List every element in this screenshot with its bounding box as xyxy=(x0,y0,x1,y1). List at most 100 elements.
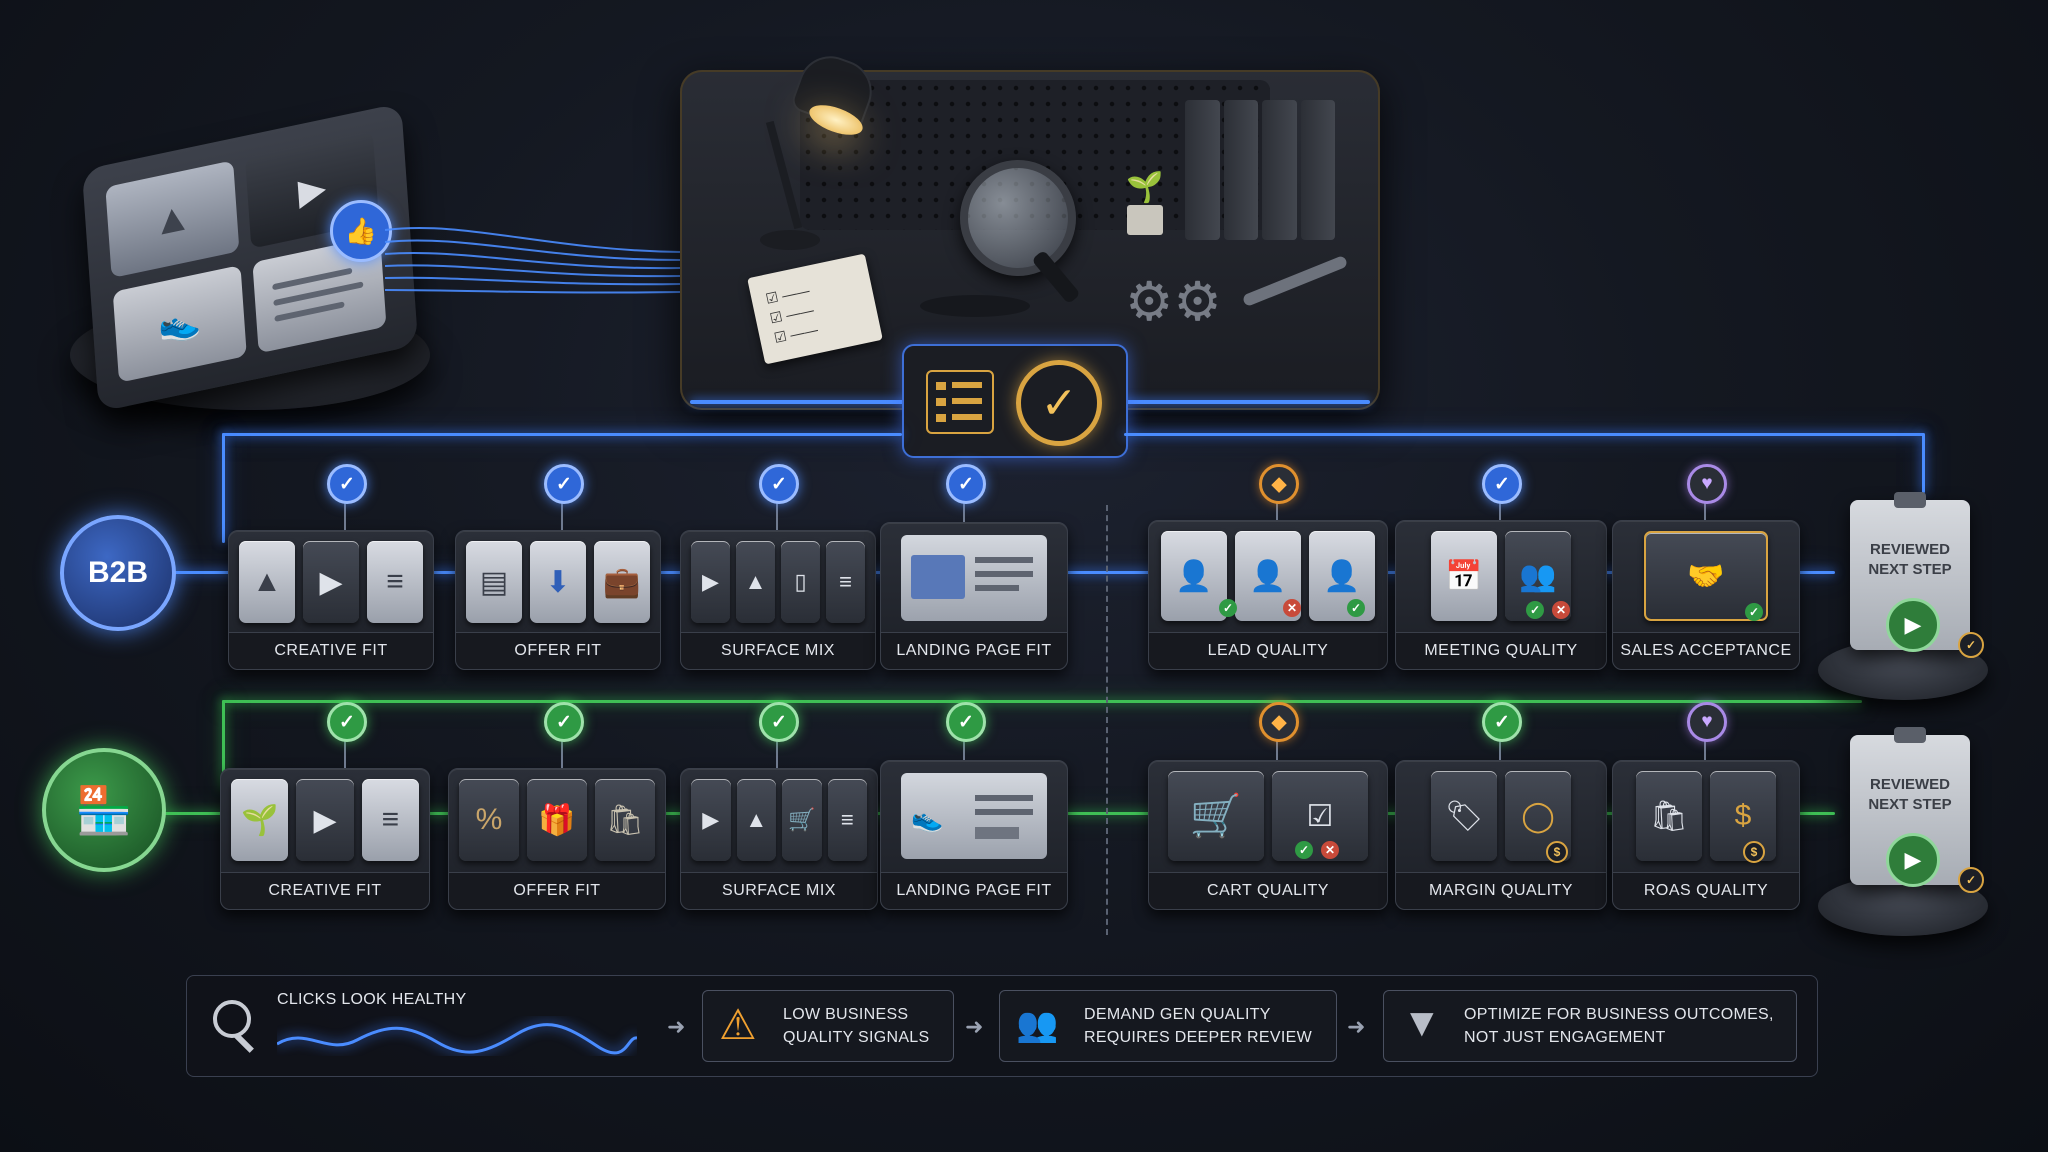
landscape-image-icon: ▲ xyxy=(105,160,240,279)
checklist-icon xyxy=(926,370,994,434)
review-line-1: REVIEWED xyxy=(1869,541,1950,558)
binders-icon xyxy=(1185,100,1335,240)
stage-label: CREATIVE FIT xyxy=(229,632,433,669)
b2b-top-connector-down xyxy=(1922,433,1925,493)
calendar-icon: 📅 xyxy=(1431,531,1497,621)
check-badge-icon: ✓ xyxy=(759,702,799,742)
stage-label: LANDING PAGE FIT xyxy=(881,872,1067,909)
ecom-stage-cart-quality[interactable]: 🛒☑ ✓ ✕ CART QUALITY xyxy=(1148,760,1388,910)
ecom-stage-roas-quality[interactable]: 🛍$ $ ROAS QUALITY xyxy=(1612,760,1800,910)
b2b-top-connector-left xyxy=(222,433,225,543)
stage-label: SURFACE MIX xyxy=(681,632,875,669)
wrench-icon xyxy=(1241,254,1349,308)
approved-mark-icon: ✓ xyxy=(1745,603,1763,621)
b2b-stage-sales-acceptance[interactable]: 🤝 ✓ SALES ACCEPTANCE xyxy=(1612,520,1800,670)
optimize-text: OPTIMIZE FOR BUSINESS OUTCOMES,NOT JUST … xyxy=(1464,1003,1774,1049)
people-icon: 👥 xyxy=(1016,1006,1059,1044)
ecom-tick-1 xyxy=(344,738,346,768)
stage-label: OFFER FIT xyxy=(449,872,665,909)
search-icon xyxy=(213,1000,251,1038)
cart-icon: 🛒 xyxy=(782,779,822,861)
approved-mark-icon: ✓ xyxy=(1526,601,1544,619)
b2b-stage-meeting-quality[interactable]: 📅👥 ✓ ✕ MEETING QUALITY xyxy=(1395,520,1607,670)
plant-icon: 🌱 xyxy=(1126,171,1164,204)
ecom-stage-creative-fit[interactable]: 🌱▶≡ CREATIVE FIT xyxy=(220,768,430,910)
stage-label: ROAS QUALITY xyxy=(1613,872,1799,909)
play-icon[interactable]: ▶ xyxy=(1886,598,1940,652)
warning-badge-icon: ◆ xyxy=(1259,702,1299,742)
ecom-tick-3 xyxy=(776,738,778,768)
ecom-stage-margin-quality[interactable]: 🏷◯ $ MARGIN QUALITY xyxy=(1395,760,1607,910)
magnifier-stand xyxy=(920,295,1030,317)
stage-label: OFFER FIT xyxy=(456,632,660,669)
b2b-top-connector xyxy=(222,433,902,436)
store-icon: 🏪 xyxy=(75,783,133,836)
filter-funnel-icon: ▼ xyxy=(1402,1001,1442,1045)
ecom-stage-offer-fit[interactable]: %🎁🛍 OFFER FIT xyxy=(448,768,666,910)
play-circle-icon: ▶ xyxy=(691,779,731,861)
check-badge-icon: ✓ xyxy=(544,702,584,742)
approved-mark-icon: ✓ xyxy=(1347,599,1365,617)
review-checkpoint: ✓ xyxy=(902,344,1128,458)
text-icon: ≡ xyxy=(827,779,867,861)
ecom-stage-landing-page-fit[interactable]: 👟 LANDING PAGE FIT xyxy=(880,760,1068,910)
check-badge-icon: ✓ xyxy=(544,464,584,504)
arrow-icon: ➜ xyxy=(667,1014,686,1039)
demand-gen-line-1: DEMAND GEN QUALITY xyxy=(1084,1006,1271,1023)
arrow-icon: ➜ xyxy=(1347,1014,1366,1039)
image-icon: ▲ xyxy=(736,779,776,861)
stage-label: CART QUALITY xyxy=(1149,872,1387,909)
ecom-top-connector-left xyxy=(222,700,225,790)
stage-label: MEETING QUALITY xyxy=(1396,632,1606,669)
b2b-tick-1 xyxy=(344,500,346,530)
arrow-icon: ➜ xyxy=(965,1014,984,1039)
price-tag-icon: 🏷 xyxy=(1431,771,1497,861)
ecom-top-connector xyxy=(222,700,1862,703)
stage-label: MARGIN QUALITY xyxy=(1396,872,1606,909)
b2b-tick-6 xyxy=(1499,500,1501,520)
thumbs-up-icon: 👍 xyxy=(330,200,392,262)
review-line-2: NEXT STEP xyxy=(1868,561,1952,578)
rejected-mark-icon: ✕ xyxy=(1283,599,1301,617)
b2b-tick-7 xyxy=(1704,500,1706,520)
magnifier-icon xyxy=(960,160,1076,276)
play-icon[interactable]: ▶ xyxy=(1886,833,1940,887)
text-icon: ≡ xyxy=(367,541,423,623)
b2b-stage-landing-page-fit[interactable]: LANDING PAGE FIT xyxy=(880,522,1068,670)
briefcase-icon: 💼 xyxy=(594,541,650,623)
b2b-stage-surface-mix[interactable]: ▶▲▯≡ SURFACE MIX xyxy=(680,530,876,670)
b2b-node[interactable]: B2B xyxy=(60,515,176,631)
rejected-mark-icon: ✕ xyxy=(1321,841,1339,859)
ecom-stage-surface-mix[interactable]: ▶▲🛒≡ SURFACE MIX xyxy=(680,768,878,910)
text-icon: ≡ xyxy=(826,541,865,623)
profile-card-icon: 👤 xyxy=(1161,531,1227,621)
clipboard-clip-icon xyxy=(1894,727,1926,743)
warning-badge-icon: ◆ xyxy=(1259,464,1299,504)
document-icon: ▤ xyxy=(466,541,522,623)
b2b-tick-5 xyxy=(1276,500,1278,520)
gift-icon: 🎁 xyxy=(527,779,587,861)
image-icon: ▲ xyxy=(239,541,295,623)
rejected-mark-icon: ✕ xyxy=(1552,601,1570,619)
shopping-bag-icon: 🛍 xyxy=(595,779,655,861)
ecom-tick-6 xyxy=(1499,738,1501,760)
b2b-stage-creative-fit[interactable]: ▲▶≡ CREATIVE FIT xyxy=(228,530,434,670)
image-icon: ▲ xyxy=(736,541,775,623)
check-badge-icon: ✓ xyxy=(1482,464,1522,504)
product-page-icon: 👟 xyxy=(901,773,1047,859)
bag-icon: 🛍 xyxy=(1636,771,1702,861)
b2b-stage-lead-quality[interactable]: 👤👤👤 ✓ ✕ ✓ LEAD QUALITY xyxy=(1148,520,1388,670)
profile-card-icon: 👤 xyxy=(1309,531,1375,621)
ecommerce-store-node[interactable]: 🏪 xyxy=(42,748,166,872)
ecom-tick-5 xyxy=(1276,738,1278,760)
review-desk: ☑ ——☑ ——☑ —— 🌱 ⚙⚙ xyxy=(680,49,1380,410)
approved-mark-icon: ✓ xyxy=(1295,841,1313,859)
download-icon: ⬇ xyxy=(530,541,586,623)
b2b-stage-offer-fit[interactable]: ▤⬇💼 OFFER FIT xyxy=(455,530,661,670)
mobile-icon: ▯ xyxy=(781,541,820,623)
